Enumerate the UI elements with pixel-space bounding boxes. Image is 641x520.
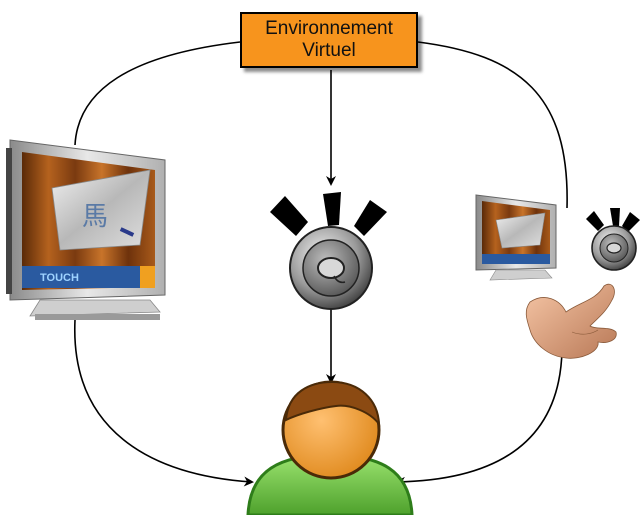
env-virtual-line2: Virtuel	[302, 40, 356, 61]
user-icon	[246, 380, 414, 517]
right-monitor-icon	[475, 194, 557, 281]
env-virtual-line1: Environnement	[265, 18, 393, 39]
left-monitor-icon: 馬 TOUCH	[6, 139, 166, 320]
hand-icon	[525, 283, 617, 359]
left-monitor-glyph: 馬	[82, 202, 108, 232]
env-virtual-node: Environnement Virtuel	[240, 12, 418, 68]
edge-env-to-right-devices	[417, 41, 568, 209]
left-monitor-brand: TOUCH	[40, 272, 79, 284]
edge-env-to-left-monitor	[74, 41, 241, 146]
speaker-icon	[270, 192, 387, 310]
edge-left-monitor-to-user	[74, 319, 254, 487]
connectors	[74, 41, 568, 487]
edge-hand-to-user	[395, 349, 563, 487]
speaker-small-icon	[586, 208, 640, 271]
